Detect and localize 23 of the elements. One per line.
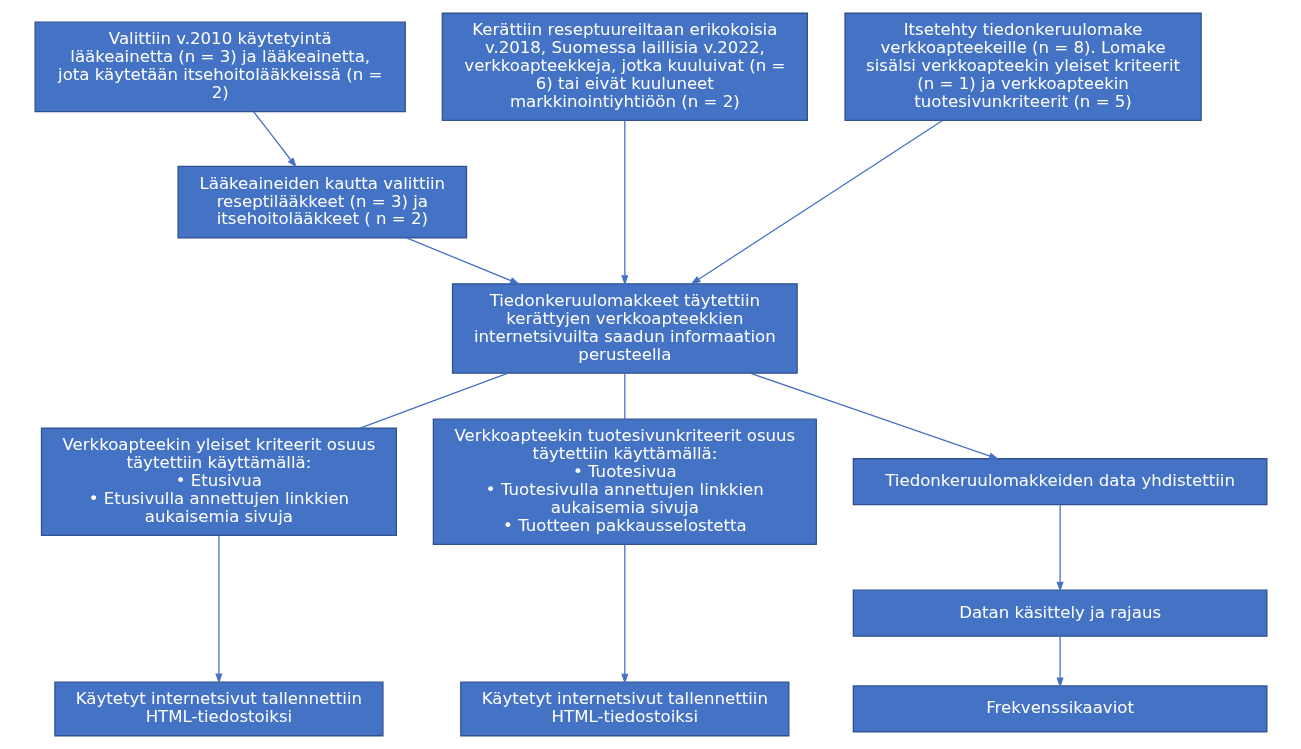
arrow: [252, 110, 297, 168]
node-box: Itsetehty tiedonkeruulomake verkkoapteekeille (n = 8). Lomake sisälsi verkkoapteekin yleiset kriteerit (n = 1) ja verkkoapteekin tuotesivunkriteerit (n = 5): [843, 12, 1202, 122]
node-box: Kerättiin reseptuureiltaan erikokoisia v.2018, Suomessa laillisia v.2022, verkkoapteekkeja, jotka kuuluivat (n = 6) tai eivät kuuluneet markkinointiyhtiöön (n = 2): [441, 12, 808, 122]
arrow: [689, 119, 943, 285]
node-box: Käytetyt internetsivut tallennettiin HTML-tiedostoiksi: [459, 681, 789, 737]
arrow: [1056, 504, 1064, 592]
arrow: [620, 543, 628, 684]
node-box: Tiedonkeruulomakkeiden data yhdistettiin: [852, 458, 1268, 506]
node-box: Datan käsittely ja rajaus: [852, 589, 1268, 637]
arrow: [214, 535, 222, 684]
node-box: Verkkoapteekin yleiset kriteerit osuus täytettiin käyttämällä: • Etusivua • Etusivulla annettujen linkkien aukaisemia sivuja: [40, 427, 397, 536]
node-box: Valittiin v.2010 käytetyintä lääkeainetta (n = 3) ja lääkeainetta, jota käytetään itsehoitolääkkeissä (n = 2): [33, 21, 406, 113]
node-box: Tiedonkeruulomakkeet täytettiin kerättyjen verkkoapteekkien internetsivuilta saadun informaation perusteella: [451, 283, 798, 374]
arrow: [620, 119, 628, 286]
arrow: [405, 237, 520, 285]
node-box: Verkkoapteekin tuotesivunkriteerit osuus täytettiin käyttämällä: • Tuotesivua • Tuotesivulla annettujen linkkien aukaisemia sivuja • Tuotteen pakkausselostetta: [432, 418, 817, 545]
node-box: Käytetyt internetsivut tallennettiin HTML-tiedostoiksi: [53, 681, 384, 737]
arrow: [749, 372, 999, 460]
connector: [359, 372, 508, 429]
connector: [623, 372, 625, 420]
arrow: [1056, 635, 1064, 688]
node-box: Frekvenssikaaviot: [852, 685, 1268, 733]
node-box: Lääkeaineiden kautta valittiin reseptilääkkeet (n = 3) ja itsehoitolääkkeet ( n = 2): [176, 165, 467, 239]
